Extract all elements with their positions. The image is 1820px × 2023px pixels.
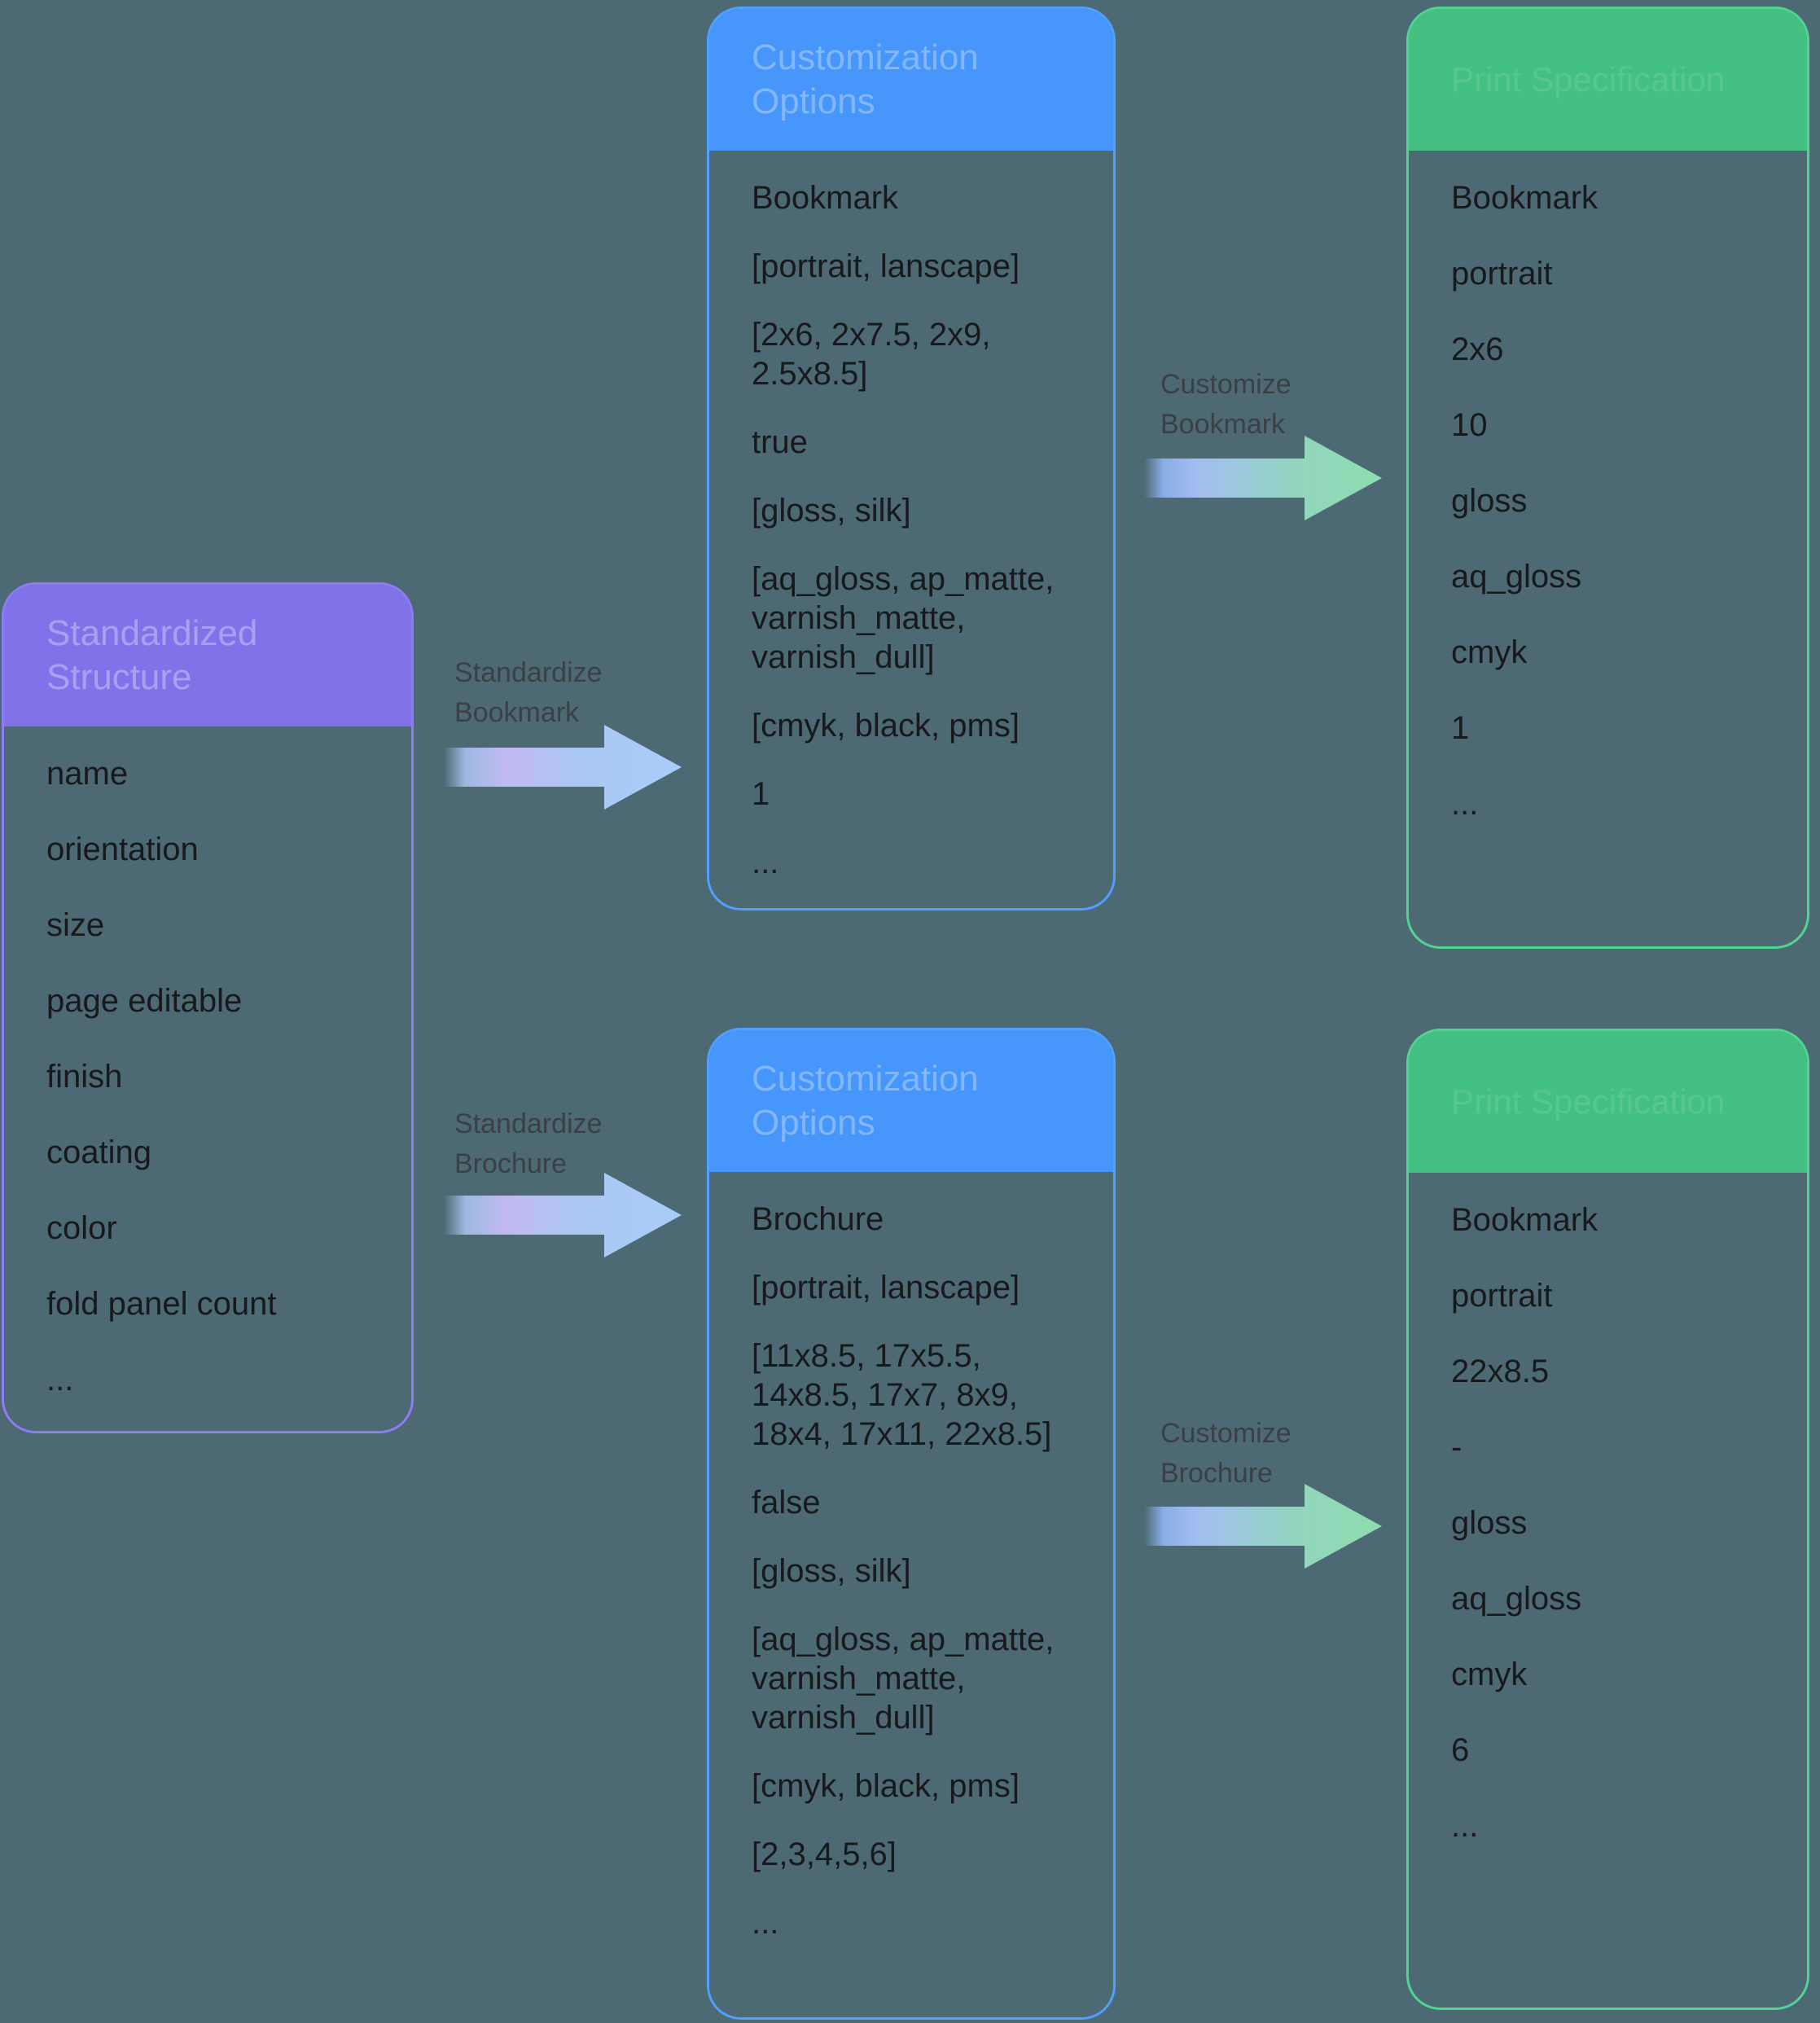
value-item: [2,3,4,5,6] (752, 1836, 897, 1872)
value-item: true (752, 424, 808, 460)
field-item: finish (46, 1059, 123, 1095)
value-item: 6 (1451, 1732, 1470, 1768)
ellipsis-item: ... (1451, 1808, 1479, 1844)
value-item: portrait (1451, 1278, 1553, 1314)
value-item: [2x6, 2x7.5, 2x9, 2.5x8.5] (752, 317, 991, 392)
card-bookmark-result-body: Bookmark portrait 2x6 10 gloss aq_gloss … (1409, 151, 1807, 823)
value-item: gloss (1451, 1505, 1528, 1541)
card-bookmark-result-header: Print Specification (1409, 9, 1807, 151)
card-title: Print Specification (1451, 1082, 1726, 1121)
standardize-bookmark-label: Standardize Bookmark (454, 657, 603, 728)
card-brochure-options-body: Brochure [portrait, lanscape] [11x8.5, 1… (709, 1172, 1113, 1942)
card-title: Print Specification (1451, 60, 1726, 99)
field-item: orientation (46, 832, 199, 867)
card-bookmark-options: Customization Options Bookmark [portrait… (707, 7, 1116, 911)
field-item: page editable (46, 983, 243, 1019)
customize-bookmark-arrow (1144, 436, 1382, 520)
card-standardized-structure-body: name orientation size page editable fini… (4, 726, 411, 1399)
card-title: Standardized Structure (46, 613, 258, 697)
card-standardized-structure-header: Standardized Structure (4, 585, 411, 726)
card-bookmark-result: Print Specification Bookmark portrait 2x… (1406, 7, 1809, 949)
card-standardized-structure: Standardized Structure name orientation … (2, 582, 414, 1433)
value-item: [aq_gloss, ap_matte, varnish_matte, varn… (752, 1621, 1055, 1736)
card-bookmark-options-body: Bookmark [portrait, lanscape] [2x6, 2x7.… (709, 151, 1113, 882)
value-item: gloss (1451, 483, 1528, 519)
value-item: Bookmark (1451, 180, 1599, 216)
ellipsis-item: ... (752, 845, 779, 880)
value-item: aq_gloss (1451, 1581, 1582, 1617)
card-brochure-options-header: Customization Options (709, 1030, 1113, 1172)
value-item: [aq_gloss, ap_matte, varnish_matte, varn… (752, 561, 1055, 675)
ellipsis-item: ... (46, 1362, 74, 1398)
value-item: Bookmark (1451, 1202, 1599, 1238)
value-item: [gloss, silk] (752, 1553, 911, 1589)
field-item: color (46, 1210, 117, 1246)
card-brochure-result-body: Bookmark portrait 22x8.5 - gloss aq_glos… (1409, 1173, 1807, 1845)
value-item: 10 (1451, 407, 1488, 443)
ellipsis-item: ... (752, 1905, 779, 1941)
value-item: [portrait, lanscape] (752, 1270, 1020, 1306)
value-item: Bookmark (752, 180, 899, 216)
value-item: false (752, 1485, 821, 1521)
value-item: [11x8.5, 17x5.5, 14x8.5, 17x7, 8x9, 18x4… (752, 1338, 1052, 1452)
standardize-bookmark-arrow (444, 725, 682, 810)
standardize-brochure-arrow (444, 1173, 682, 1257)
field-item: size (46, 907, 105, 943)
value-item: [cmyk, black, pms] (752, 708, 1020, 744)
value-item: 22x8.5 (1451, 1354, 1550, 1389)
customize-brochure-arrow (1144, 1484, 1382, 1569)
value-item: [portrait, lanscape] (752, 248, 1020, 284)
ellipsis-item: ... (1451, 786, 1479, 822)
card-title: Customization Options (752, 37, 979, 121)
field-item: name (46, 756, 129, 792)
customize-bookmark-label: Customize Bookmark (1160, 369, 1292, 440)
value-item: - (1451, 1429, 1463, 1465)
value-item: portrait (1451, 256, 1553, 292)
field-item: coating (46, 1134, 151, 1170)
field-item: fold panel count (46, 1286, 277, 1322)
value-item: 1 (1451, 710, 1470, 746)
card-brochure-result-header: Print Specification (1409, 1031, 1807, 1173)
value-item: 1 (752, 776, 770, 812)
value-item: [gloss, silk] (752, 493, 911, 529)
card-brochure-options: Customization Options Brochure [portrait… (707, 1028, 1116, 2020)
value-item: [cmyk, black, pms] (752, 1768, 1020, 1804)
value-item: cmyk (1451, 1657, 1528, 1692)
card-brochure-result: Print Specification Bookmark portrait 22… (1406, 1029, 1809, 2010)
value-item: Brochure (752, 1201, 884, 1237)
value-item: aq_gloss (1451, 559, 1582, 595)
card-title: Customization Options (752, 1059, 979, 1143)
standardize-brochure-label: Standardize Brochure (454, 1108, 603, 1179)
card-bookmark-options-header: Customization Options (709, 9, 1113, 151)
value-item: cmyk (1451, 634, 1528, 670)
value-item: 2x6 (1451, 331, 1504, 367)
customize-brochure-label: Customize Brochure (1160, 1418, 1292, 1489)
